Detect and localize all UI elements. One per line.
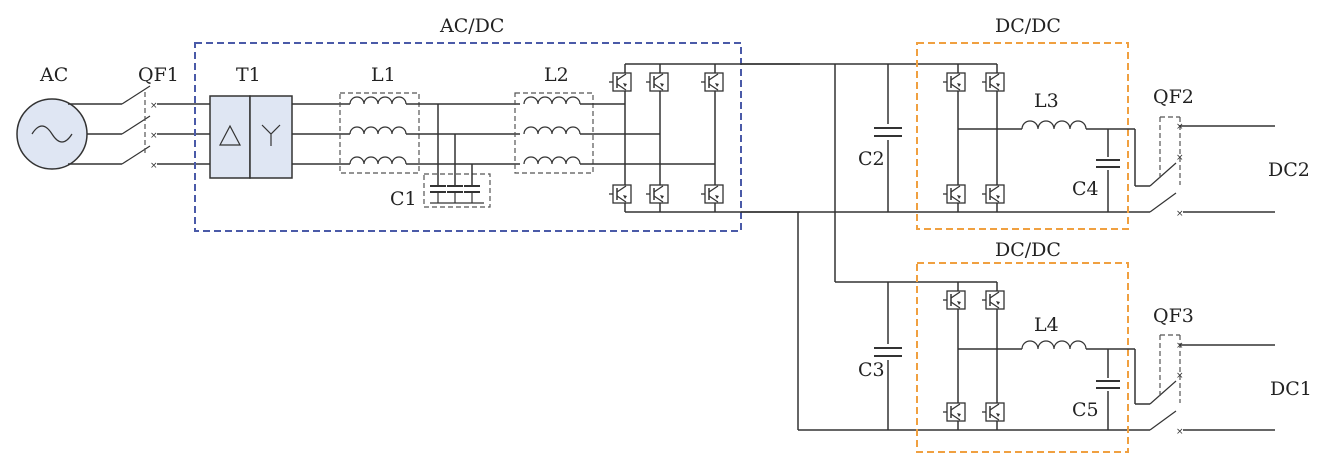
l4-label: L4 xyxy=(1034,314,1059,336)
qf3-label: QF3 xyxy=(1153,305,1194,327)
svg-text:×: × xyxy=(1176,122,1184,132)
inductor-l2 xyxy=(514,92,715,174)
c2-label: C2 xyxy=(858,148,885,170)
qf1-label: QF1 xyxy=(138,64,179,86)
c3-label: C3 xyxy=(858,359,885,381)
dcdc-igbt-group xyxy=(943,72,1005,422)
igbt-icon xyxy=(982,402,1005,422)
acdc-label: AC/DC xyxy=(439,15,504,37)
igbt-icon xyxy=(943,72,966,92)
svg-text:×: × xyxy=(1176,153,1184,163)
dcdc-bottom-label: DC/DC xyxy=(995,239,1061,261)
svg-text:×: × xyxy=(1176,341,1184,351)
ac-source xyxy=(16,98,100,170)
breaker-qf2: × × × xyxy=(1134,116,1275,219)
l1-label: L1 xyxy=(371,64,396,86)
svg-text:×: × xyxy=(1176,427,1184,437)
igbt-icon xyxy=(609,72,632,92)
svg-text:×: × xyxy=(150,161,158,171)
breaker-qf1: × × × xyxy=(100,85,210,171)
igbt-icon xyxy=(982,184,1005,204)
acdc-igbt-group xyxy=(609,72,724,204)
svg-text:×: × xyxy=(150,101,158,111)
qf2-label: QF2 xyxy=(1153,86,1194,108)
svg-text:×: × xyxy=(1176,209,1184,219)
dcdc-bottom-circuit xyxy=(957,281,1135,430)
dc-bus xyxy=(741,63,1135,431)
igbt-icon xyxy=(943,402,966,422)
c4-label: C4 xyxy=(1072,178,1099,200)
dcdc-top-label: DC/DC xyxy=(995,15,1061,37)
igbt-icon xyxy=(982,290,1005,310)
l3-label: L3 xyxy=(1034,90,1059,112)
t1-label: T1 xyxy=(236,64,261,86)
dc2-label: DC2 xyxy=(1268,159,1310,181)
svg-text:×: × xyxy=(150,131,158,141)
igbt-icon xyxy=(701,184,724,204)
delta-icon xyxy=(219,124,241,146)
sine-wave-icon xyxy=(31,125,73,143)
igbt-icon xyxy=(701,72,724,92)
igbt-icon xyxy=(609,184,632,204)
wye-icon xyxy=(261,124,281,146)
l2-label: L2 xyxy=(544,64,569,86)
dcdc-top-circuit xyxy=(957,63,1135,212)
breaker-qf3: × × × xyxy=(1134,334,1275,437)
c1-label: C1 xyxy=(390,188,417,210)
dcdc-top-box xyxy=(916,42,1129,230)
igbt-icon xyxy=(982,72,1005,92)
transformer-t1 xyxy=(209,95,345,179)
dc1-label: DC1 xyxy=(1270,378,1312,400)
igbt-icon xyxy=(646,72,669,92)
c5-label: C5 xyxy=(1072,399,1099,421)
igbt-icon xyxy=(943,184,966,204)
dcdc-bottom-box xyxy=(916,262,1129,453)
ac-label: AC xyxy=(39,64,68,86)
igbt-icon xyxy=(646,184,669,204)
igbt-icon xyxy=(943,290,966,310)
acdc-section-box xyxy=(194,42,742,232)
capacitor-c1 xyxy=(423,104,491,208)
inductor-l1 xyxy=(339,92,520,174)
svg-text:×: × xyxy=(1176,371,1184,381)
